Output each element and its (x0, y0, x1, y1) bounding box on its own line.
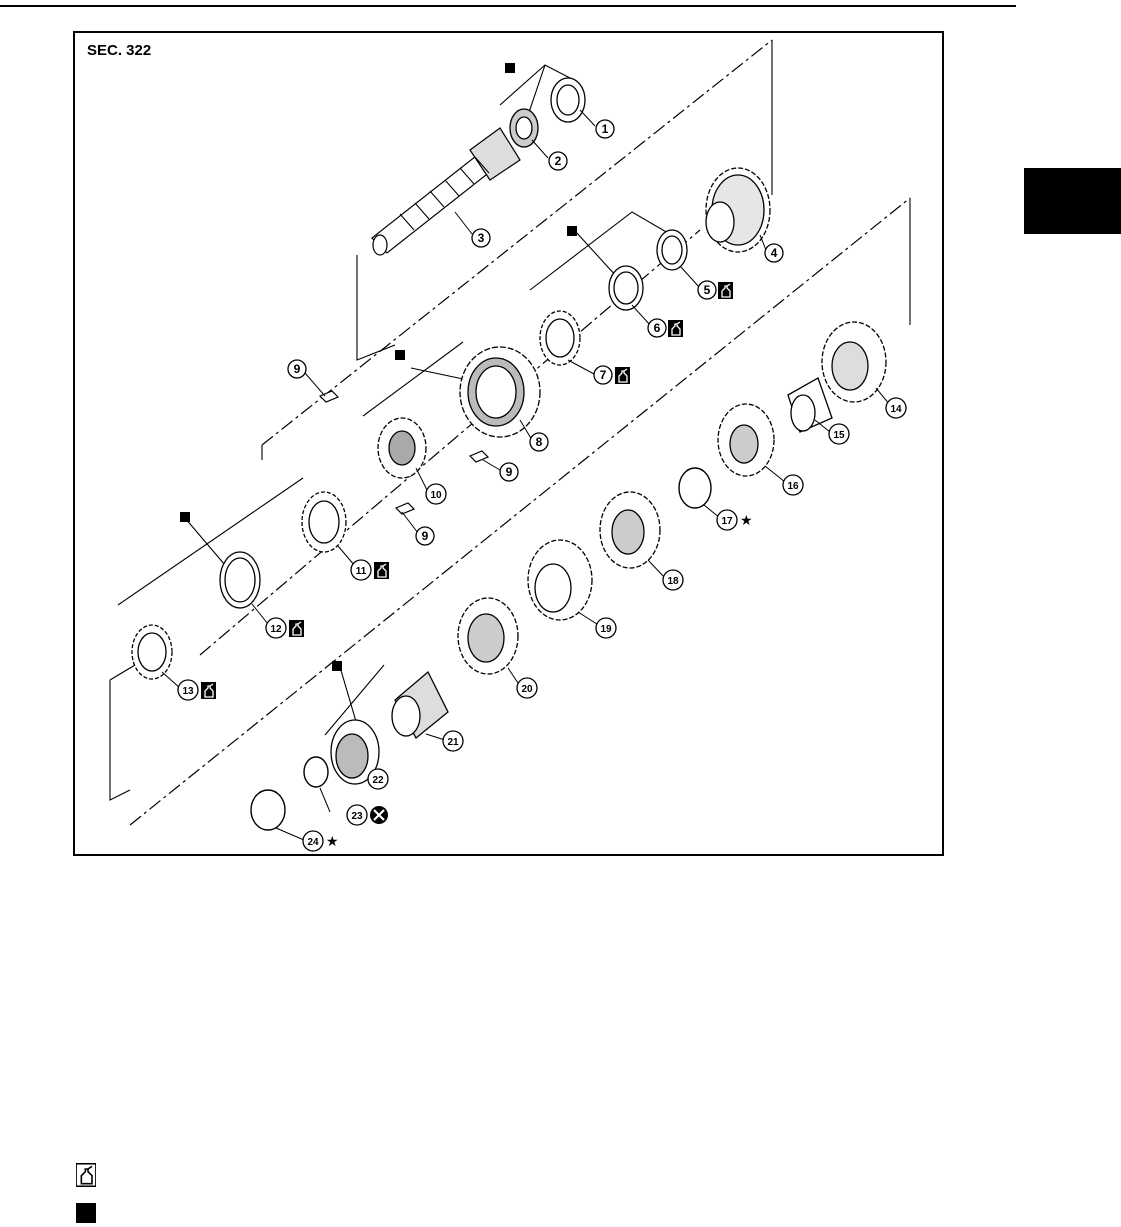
svg-text:11: 11 (356, 566, 367, 577)
svg-text:6: 6 (654, 321, 661, 335)
callout-6: 6 (647, 318, 667, 338)
diagram-frame (73, 31, 944, 856)
svg-text:★: ★ (740, 513, 753, 529)
mainshaft (371, 127, 521, 256)
sleeve-8 (459, 346, 541, 438)
svg-text:2: 2 (555, 154, 562, 168)
svg-text:15: 15 (833, 430, 845, 441)
svg-text:10: 10 (430, 490, 442, 501)
axis-line-upper (261, 39, 773, 446)
callout-1: 1 (595, 119, 615, 139)
axis-line-middle (199, 229, 701, 656)
callout-8: 8 (529, 432, 549, 452)
callout-20: 20 (516, 677, 538, 699)
callout-13: 13 (177, 679, 199, 701)
ring-17 (678, 467, 712, 509)
ring-24 (250, 789, 286, 831)
svg-text:19: 19 (600, 624, 612, 635)
svg-text:4: 4 (771, 246, 778, 260)
page-top-rule (0, 5, 1016, 7)
callout-9a: 9 (287, 359, 307, 379)
callout-11: 11 (350, 559, 372, 581)
svg-text:1: 1 (602, 122, 609, 136)
svg-text:22: 22 (372, 775, 384, 786)
callout-23: 23 (346, 804, 368, 826)
svg-text:5: 5 (704, 283, 711, 297)
svg-text:18: 18 (667, 576, 679, 587)
svg-text:23: 23 (351, 811, 363, 822)
svg-text:16: 16 (787, 481, 799, 492)
svg-text:24: 24 (307, 837, 319, 848)
callout-16: 16 (782, 474, 804, 496)
callout-9b: 9 (499, 462, 519, 482)
snap-ring-23 (303, 756, 329, 788)
x-circle-icon (370, 806, 388, 824)
callout-7: 7 (593, 365, 613, 385)
callout-2: 2 (548, 151, 568, 171)
callout-22: 22 (367, 768, 389, 790)
black-square-icon (180, 63, 577, 671)
callout-21: 21 (442, 730, 464, 752)
callout-19: 19 (595, 617, 617, 639)
callout-24: 24 (302, 830, 324, 852)
callout-18: 18 (662, 569, 684, 591)
svg-text:★: ★ (326, 834, 339, 850)
callout-5: 5 (697, 280, 717, 300)
svg-text:14: 14 (890, 404, 902, 415)
inserts-9 (318, 390, 490, 515)
section-index-tab (1024, 168, 1121, 234)
callout-15: 15 (828, 423, 850, 445)
svg-text:9: 9 (506, 465, 513, 479)
callout-10: 10 (425, 483, 447, 505)
hub-10 (377, 417, 427, 479)
axis-line-lower (129, 197, 911, 826)
legend-black-square-icon (76, 1203, 96, 1223)
svg-text:17: 17 (721, 516, 733, 527)
callout-12: 12 (265, 617, 287, 639)
svg-text:9: 9 (294, 362, 301, 376)
callout-14: 14 (885, 397, 907, 419)
callout-9c: 9 (415, 526, 435, 546)
svg-text:9: 9 (422, 529, 429, 543)
callout-4: 4 (764, 243, 784, 263)
svg-text:7: 7 (600, 368, 607, 382)
gear-4 (705, 167, 771, 253)
svg-text:20: 20 (521, 684, 533, 695)
svg-text:8: 8 (536, 435, 543, 449)
svg-text:3: 3 (478, 231, 485, 245)
callout-17: 17 (716, 509, 738, 531)
svg-text:21: 21 (447, 737, 459, 748)
callout-3: 3 (471, 228, 491, 248)
section-label: SEC. 322 (87, 42, 152, 59)
svg-text:13: 13 (182, 686, 194, 697)
legend-oil-can-icon (76, 1163, 96, 1187)
star-icon: ★ ★ (326, 513, 753, 850)
svg-text:12: 12 (270, 624, 282, 635)
